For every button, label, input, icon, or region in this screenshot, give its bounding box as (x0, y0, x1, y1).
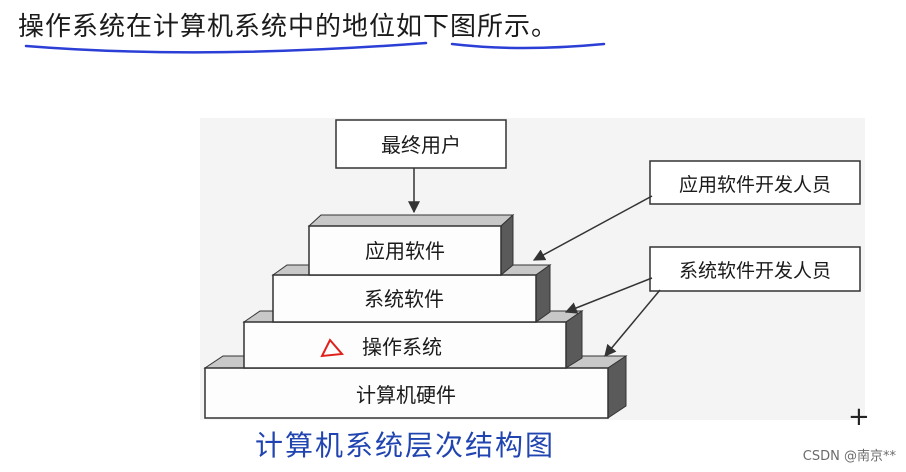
os-label: 操作系统 (362, 335, 442, 359)
sys-developers-arrow-2 (604, 289, 661, 357)
plus-cursor-icon: + (848, 402, 870, 432)
callout-app-developers: 应用软件开发人员 (649, 160, 861, 205)
app-developers-arrow (532, 195, 653, 261)
end-user-box: 最终用户 (335, 119, 507, 169)
page-heading: 操作系统在计算机系统中的地位如下图所示。 (18, 12, 559, 42)
callout-sys-developers: 系统软件开发人员 (649, 246, 861, 292)
diagram-caption: 计算机系统层次结构图 (254, 429, 555, 462)
red-triangle-mark (320, 338, 345, 358)
layer-application-software: 应用软件 (307, 213, 515, 277)
system-software-label: 系统软件 (364, 287, 444, 311)
hardware-label: 计算机硬件 (356, 383, 456, 407)
csdn-watermark: CSDN @南京** (802, 449, 896, 464)
end-user-label: 最终用户 (381, 133, 461, 157)
app-developers-label: 应用软件开发人员 (679, 174, 831, 196)
application-software-label: 应用软件 (365, 239, 445, 263)
sys-developers-label: 系统软件开发人员 (679, 260, 831, 282)
sys-developers-arrow-1 (564, 277, 653, 314)
